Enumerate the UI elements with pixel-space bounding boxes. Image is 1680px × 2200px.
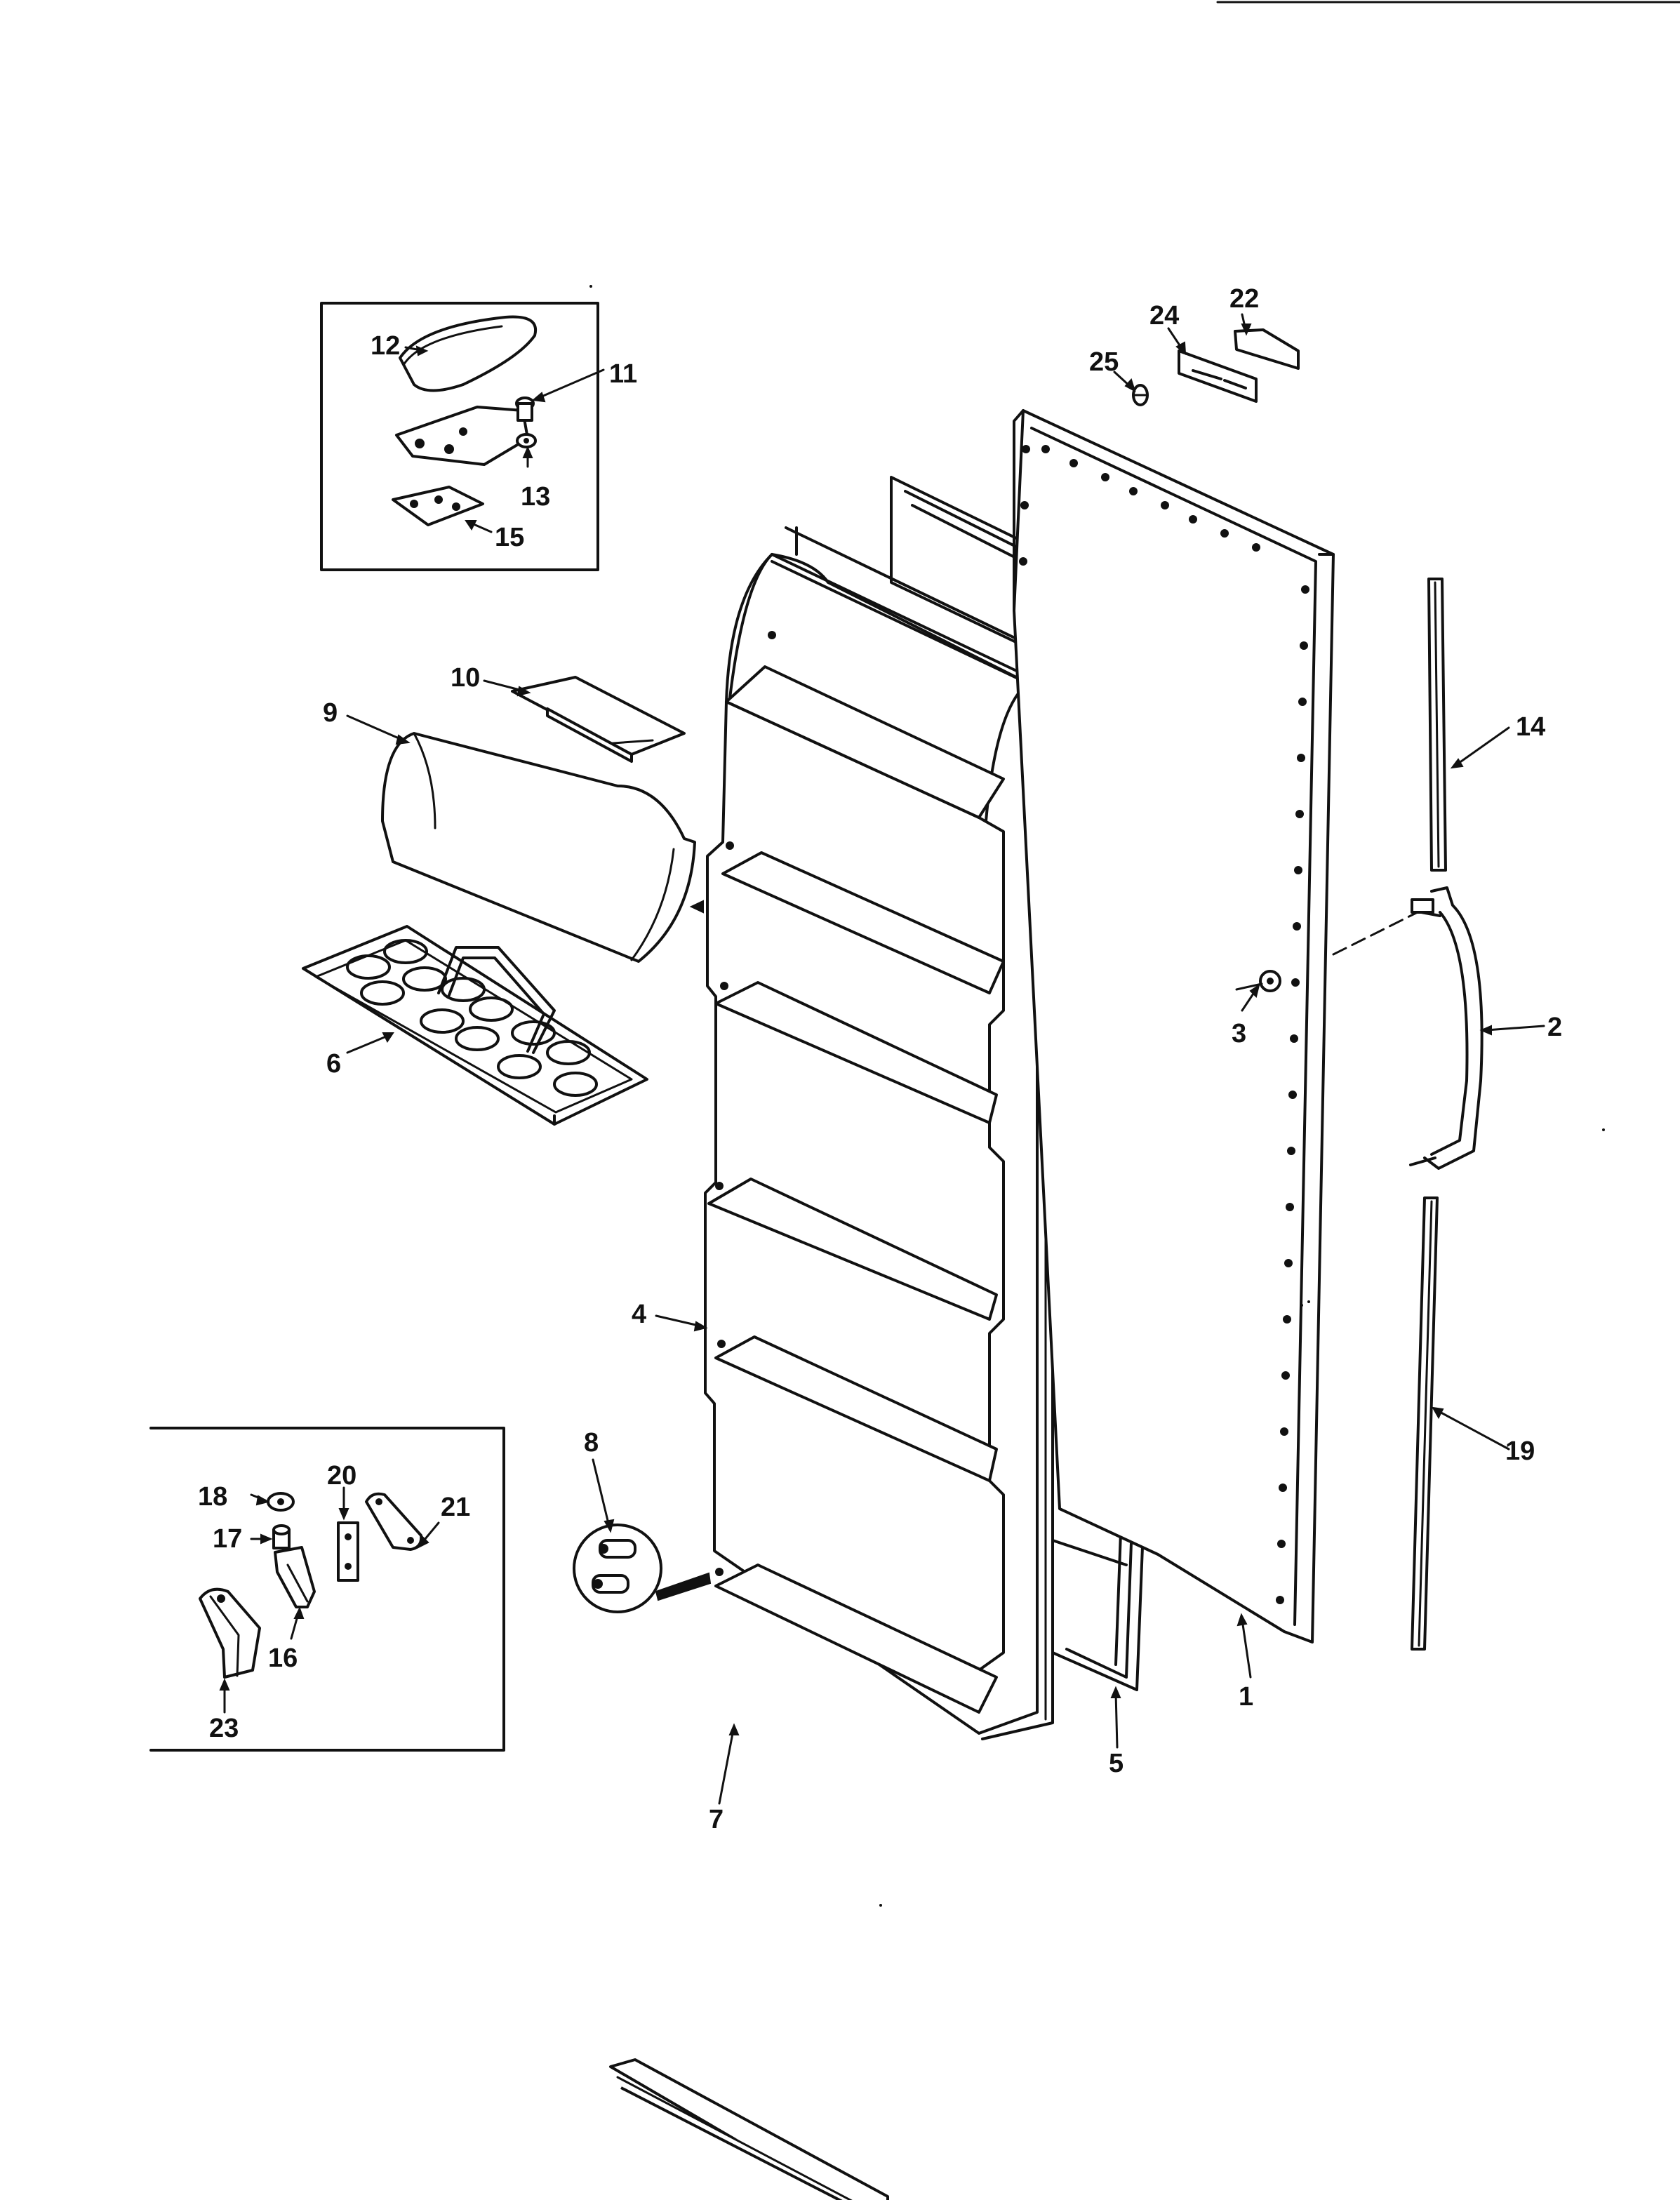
callout-11: 11 bbox=[609, 359, 637, 389]
callout-22: 22 bbox=[1229, 284, 1259, 314]
callout-7: 7 bbox=[709, 1805, 724, 1834]
lower-hinge-inset bbox=[149, 1427, 505, 1752]
hinge-plate-part-11 bbox=[395, 406, 529, 466]
callout-10: 10 bbox=[451, 663, 480, 693]
small-tray-part-10 bbox=[511, 676, 686, 763]
callout-5: 5 bbox=[1109, 1749, 1124, 1778]
callout-labels: 1 2 3 4 5 6 7 8 9 10 11 12 13 14 15 16 1… bbox=[198, 284, 1562, 1834]
callout-24: 24 bbox=[1149, 301, 1179, 331]
egg-tray-part-6 bbox=[302, 925, 648, 1126]
spacer-part-20 bbox=[337, 1521, 359, 1582]
upper-handle-trim-part-14 bbox=[1427, 578, 1447, 872]
callout-19: 19 bbox=[1505, 1436, 1535, 1466]
leader-arrows bbox=[346, 313, 1545, 1805]
shim-part-15 bbox=[392, 486, 484, 526]
upper-hinge-inset bbox=[320, 302, 605, 571]
door-liner-part-4 bbox=[704, 526, 1054, 1740]
trim-cap-part-22 bbox=[1234, 328, 1300, 370]
door-handle-part-2 bbox=[1409, 886, 1484, 1170]
callout-16: 16 bbox=[268, 1644, 298, 1673]
hinge-cover-part-12 bbox=[399, 315, 538, 392]
callout-25: 25 bbox=[1089, 347, 1119, 377]
bin-support-part-8 bbox=[573, 1524, 712, 1613]
plug-button-part-3 bbox=[1259, 970, 1281, 992]
hinge-bracket-part-21 bbox=[365, 1492, 423, 1551]
callout-14: 14 bbox=[1516, 712, 1545, 742]
callout-6: 6 bbox=[326, 1049, 341, 1079]
callout-23: 23 bbox=[209, 1714, 239, 1743]
lower-handle-trim-part-19 bbox=[1411, 1196, 1439, 1651]
bracket-part-23 bbox=[199, 1587, 261, 1679]
callout-4: 4 bbox=[632, 1300, 646, 1329]
callout-12: 12 bbox=[371, 331, 400, 361]
callout-1: 1 bbox=[1239, 1682, 1253, 1712]
callout-18: 18 bbox=[198, 1482, 227, 1512]
callout-21: 21 bbox=[441, 1493, 470, 1522]
callout-15: 15 bbox=[495, 523, 524, 552]
callout-2: 2 bbox=[1547, 1013, 1562, 1042]
outer-door-panel-part-1 bbox=[1013, 409, 1335, 1644]
callout-9: 9 bbox=[323, 698, 338, 728]
callout-3: 3 bbox=[1232, 1019, 1246, 1048]
screw-part-25 bbox=[1132, 384, 1149, 406]
callout-8: 8 bbox=[584, 1428, 599, 1458]
bottom-trim-part-7 bbox=[609, 2058, 889, 2200]
callout-13: 13 bbox=[521, 482, 550, 512]
trim-bracket-part-24 bbox=[1178, 349, 1258, 403]
callout-20: 20 bbox=[327, 1461, 356, 1491]
dairy-cover-part-9 bbox=[381, 732, 704, 963]
callout-17: 17 bbox=[213, 1524, 242, 1554]
